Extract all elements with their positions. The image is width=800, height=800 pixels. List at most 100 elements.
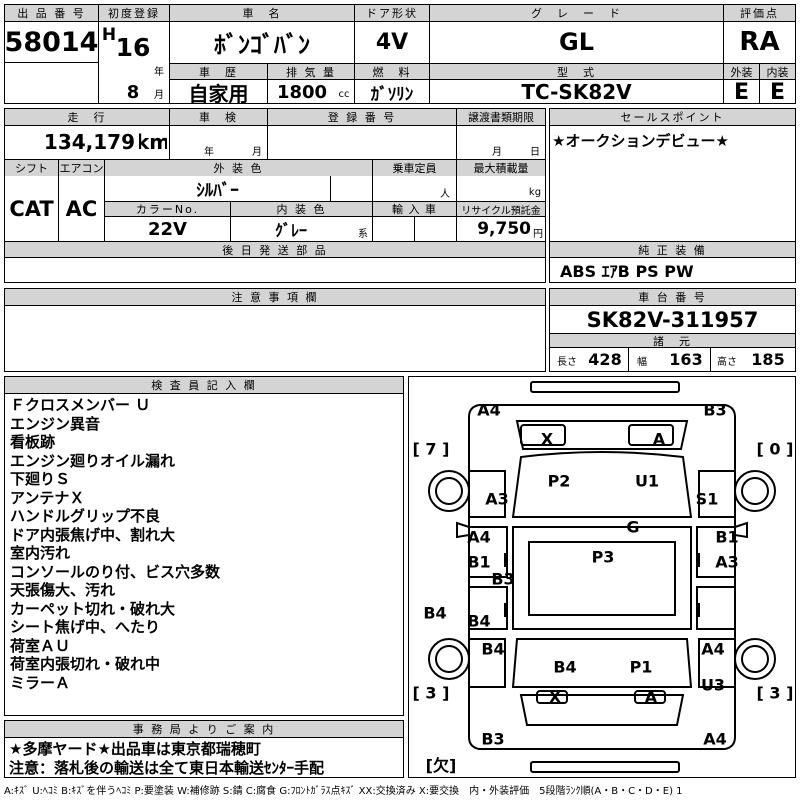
damage-mark: S1 [695,489,719,509]
door-label: ドア形状 [355,5,429,21]
sales-point-label: セールスポイント [550,109,795,125]
damage-mark: A4 [703,729,727,749]
shift: CAT [9,196,54,221]
month-unit: 月 [154,89,164,101]
inspection-year-unit: 年 [204,146,214,158]
note-line: 下廻りＳ [10,470,71,488]
inspection-month-unit: 月 [252,146,262,158]
capacity-unit: 人 [440,188,450,200]
damage-mark: B4 [467,611,491,631]
door-type: 4V [375,29,409,55]
mileage: 134,179 [43,130,135,154]
office-line-2: 注意：落札後の輸送は全て東日本輸送ｾﾝﾀｰ手配 [9,758,325,777]
capacity-label: 乗車定員 [373,160,456,176]
history: 自家用 [188,81,249,105]
damage-mark: X [540,429,554,449]
fuel: ｶﾞｿﾘﾝ [370,84,414,105]
interior-label: 内装 [760,64,795,79]
grade-label: グ レ ー ド [430,5,723,21]
mileage-unit: km [139,130,167,154]
damage-mark: B4 [481,639,505,659]
int-color-label: 内 装 色 [231,202,372,216]
damage-mark: P3 [591,547,615,567]
length: 428 [588,349,622,369]
inspection-label: 車 検 [170,109,267,125]
exterior-color: ｼﾙﾊﾞｰ [196,181,239,201]
note-line: エンジン廻りオイル漏れ [10,451,176,470]
score: RA [739,27,780,57]
era: H [102,25,116,45]
damage-mark: B3 [481,729,505,749]
recycle-label: リサイクル預託金 [457,202,545,216]
transfer-month-unit: 月 [492,146,502,158]
lot-no-label: 出 品 番 号 [5,5,98,21]
damage-mark: B3 [491,569,515,589]
damage-mark: [ 0 ] [756,439,794,459]
import-label: 輸 入 車 [373,202,456,216]
inspector-label: 検 査 員 記 入 欄 [5,377,403,393]
height: 185 [751,349,785,369]
lot-number: 58014 [5,26,98,58]
note-line: アンテナＸ [10,488,85,507]
car-outline [428,381,776,773]
damage-mark: A4 [467,527,491,547]
history-label: 車 歴 [170,64,267,79]
damage-mark: A4 [701,639,725,659]
damage-mark: U1 [634,471,660,491]
damage-mark: A [644,687,658,707]
shift-label: シフト [5,160,58,176]
damage-mark: [ 3 ] [756,683,794,703]
month: 8 [126,81,140,103]
inspector-block: 検 査 員 記 入 欄 Ｆクロスメンバー Ｕ エンジン異音 看板跡 エンジン廻り… [4,376,404,716]
note-line: ミラーＡ [10,673,71,692]
color-label: 外 装 色 [105,160,372,176]
office-label: 事 務 局 よ り ご 案 内 [5,721,403,737]
office-block: 事 務 局 よ り ご 案 内 ★多摩ヤード★出品車は東京都瑞穂町 注意：落札後… [4,720,404,778]
equipment-text: ABS ｴｱB PS PW [560,262,694,281]
model-label: 型 式 [430,64,723,79]
damage-mark: U3 [700,675,726,695]
reg-no-label: 登 録 番 号 [268,109,456,125]
damage-mark: A3 [715,552,739,572]
ac-label: エアコン [59,160,104,176]
dims-label: 諸 元 [550,334,795,347]
damage-mark: G [626,517,640,537]
note-line: ドア内張焦げ中、割れ大 [10,525,176,544]
damage-mark: X [548,687,562,707]
damage-mark: B4 [553,657,577,677]
damage-mark: B1 [467,552,491,572]
width-label: 幅 [637,356,647,368]
exterior-grade: E [733,80,750,104]
fuel-label: 燃 料 [355,64,429,79]
color-no-label: カラーNo. [105,202,230,216]
damage-mark: P2 [547,471,571,491]
score-label: 評価点 [724,5,795,21]
displacement-label: 排 気 量 [268,64,354,79]
displacement: 1800 [276,81,328,103]
damage-mark: A [652,429,666,449]
note-line: エンジン異音 [10,414,101,433]
note-line: 室内汚れ [10,544,71,562]
height-label: 高さ [717,356,737,368]
chassis-number: SK82V-311957 [586,307,759,332]
damage-mark: [欠] [425,756,457,775]
ac: AC [65,196,98,221]
load-unit: kg [528,186,542,198]
int-color-unit: 系 [358,228,368,240]
damage-mark: A4 [477,400,501,420]
transfer-label: 譲渡書類期限 [457,109,545,125]
displacement-unit: cc [338,88,350,100]
note-line: 天張傷大、汚れ [10,581,116,599]
grade: GL [559,28,594,56]
first-reg-label: 初度登録 [99,5,169,21]
vehicle-name: ﾎﾞﾝｺﾞﾊﾞﾝ [214,30,310,59]
sales-point-text: ★オークションデビュー★ [552,131,729,150]
damage-mark: P1 [629,657,653,677]
name-label: 車 名 [170,5,354,21]
transfer-day-unit: 日 [530,146,540,158]
exterior-label: 外装 [724,64,759,79]
caution-block: 注 意 事 項 欄 [4,288,546,372]
inspector-notes: Ｆクロスメンバー Ｕ エンジン異音 看板跡 エンジン廻りオイル漏れ 下廻りＳ ア… [10,396,400,692]
note-line: コンソールのり付、ビス穴多数 [10,562,221,581]
equipment-label: 純 正 装 備 [550,242,795,257]
